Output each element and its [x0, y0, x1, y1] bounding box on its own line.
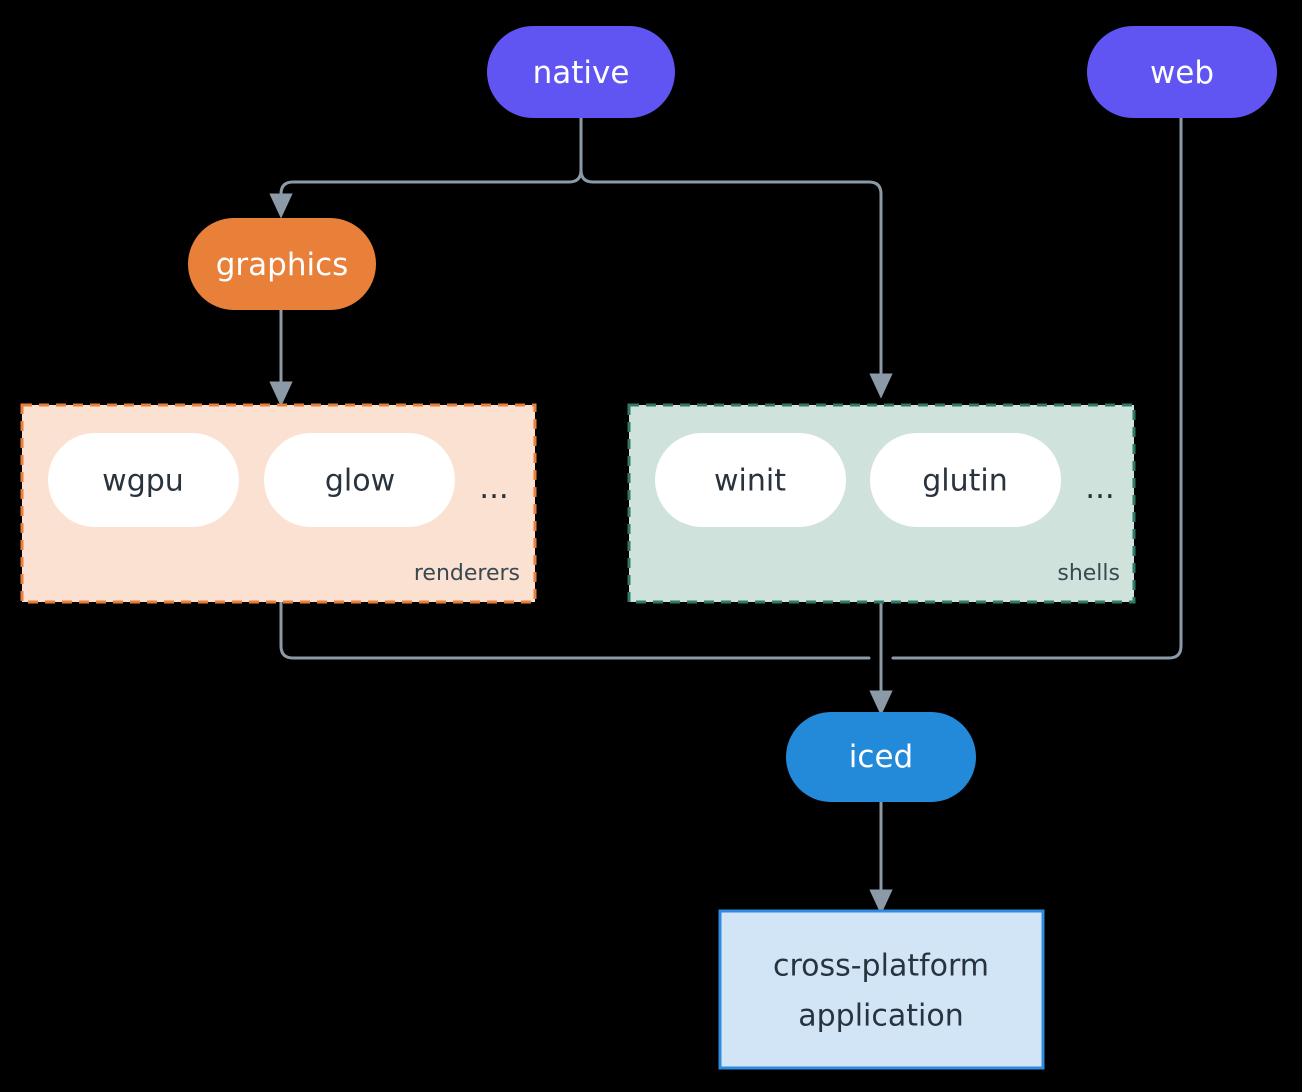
group-shells: winit glutin ... shells: [627, 403, 1136, 604]
node-application-label-line-2: application: [798, 999, 963, 1034]
chip-wgpu[interactable]: wgpu: [48, 433, 239, 527]
node-native[interactable]: native: [487, 26, 675, 118]
chip-glutin[interactable]: glutin: [870, 433, 1061, 527]
node-web[interactable]: web: [1087, 26, 1277, 118]
shells-ellipsis: ...: [1085, 470, 1115, 506]
group-renderers-label: renderers: [414, 561, 520, 586]
chip-glow[interactable]: glow: [264, 433, 455, 527]
chip-glutin-label: glutin: [922, 464, 1008, 499]
group-renderers: wgpu glow ... renderers: [20, 403, 537, 604]
node-iced-label: iced: [849, 739, 913, 775]
renderers-ellipsis: ...: [479, 470, 509, 506]
chip-glow-label: glow: [325, 464, 395, 499]
node-web-label: web: [1150, 55, 1214, 91]
edge-native-to-shells: [579, 114, 893, 399]
node-application-frame: [718, 909, 1045, 1070]
node-graphics-label: graphics: [216, 247, 349, 283]
node-iced[interactable]: iced: [786, 712, 976, 802]
node-application-label-line-1: cross-platform: [773, 949, 989, 984]
group-shells-label: shells: [1057, 561, 1120, 586]
node-application[interactable]: cross-platform application: [718, 909, 1045, 1070]
edge-renderers-to-iced: [279, 600, 871, 660]
node-graphics[interactable]: graphics: [188, 218, 376, 310]
node-native-label: native: [533, 55, 630, 91]
edge-web-to-iced: [891, 114, 1183, 660]
chip-winit[interactable]: winit: [655, 433, 846, 527]
chip-wgpu-label: wgpu: [102, 464, 184, 499]
chip-winit-label: winit: [714, 464, 786, 499]
